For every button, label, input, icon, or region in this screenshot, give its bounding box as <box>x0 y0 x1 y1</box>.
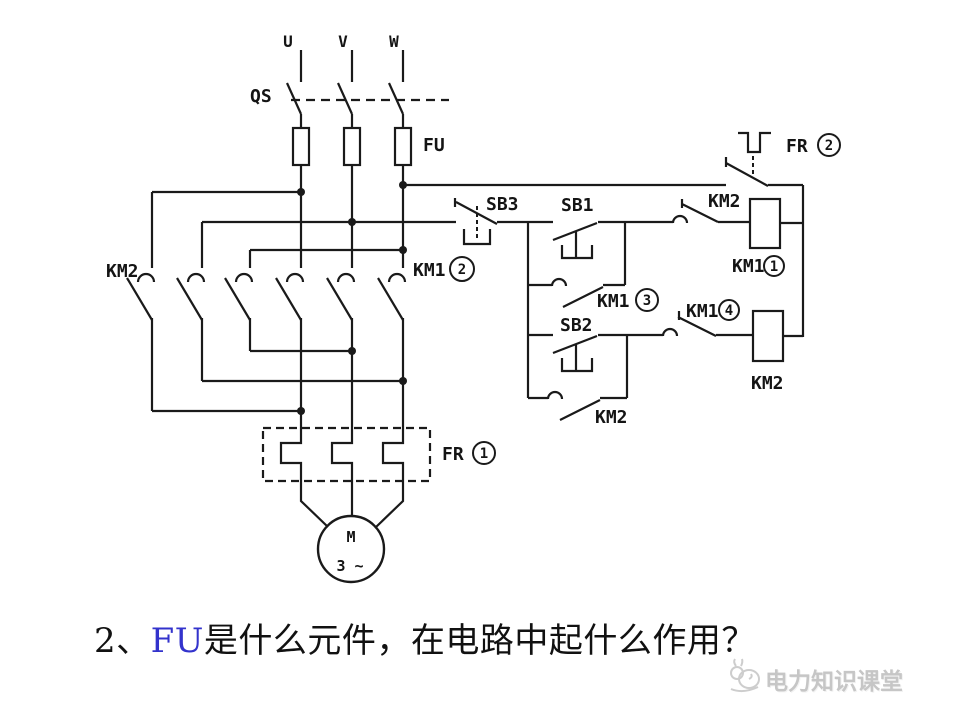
control-wiring <box>403 183 805 400</box>
fuse-v <box>342 126 362 167</box>
svg-text:KM1: KM1 <box>413 260 446 281</box>
fu-label: FU <box>423 135 445 156</box>
svg-text:KM1: KM1 <box>597 291 630 312</box>
phase-label-v: V <box>338 32 348 51</box>
km2-main-contacts <box>126 272 254 321</box>
km2-reversing-wiring <box>150 190 456 413</box>
fuse-w <box>393 126 413 167</box>
motor <box>316 514 386 584</box>
sb1-start-button <box>552 221 598 260</box>
sb3-stop-button <box>453 198 498 246</box>
km1-coil <box>748 197 782 250</box>
fr1-label: FR 1 <box>442 441 496 465</box>
km1-selfhold-label: KM1 3 <box>597 288 659 312</box>
km2-selfhold-label: KM2 <box>595 407 628 428</box>
motor-phase-label: 3 ~ <box>336 557 363 575</box>
watermark-text: 电力知识课堂 <box>765 669 903 695</box>
question-body: 是什么元件，在电路中起什么作用？ <box>203 621 756 661</box>
phase-line-w <box>375 50 405 528</box>
sb3-label: SB3 <box>486 194 519 215</box>
fr2-overload-contact <box>724 131 771 187</box>
motor-reversing-circuit-diagram: U V W QS FU KM2 KM1 2 FR 1 M 3 ~ SB3 SB1… <box>106 32 841 584</box>
km2-coil-label: KM2 <box>751 373 784 394</box>
svg-text:KM1: KM1 <box>732 256 765 277</box>
km1-main-contacts <box>275 272 407 321</box>
snail-logo-icon <box>724 656 762 702</box>
km2-coil <box>751 309 785 363</box>
svg-text:1: 1 <box>770 259 778 275</box>
km1-interlock-contact <box>661 311 717 337</box>
question-number: 2、 <box>94 621 151 661</box>
phase-label-u: U <box>283 32 293 51</box>
fuse-u <box>291 126 311 167</box>
svg-text:2: 2 <box>458 262 466 278</box>
qs-label: QS <box>250 86 272 107</box>
phase-line-v <box>330 50 354 517</box>
sb1-label: SB1 <box>561 195 594 216</box>
svg-text:FR: FR <box>442 444 464 465</box>
sb2-start-button <box>552 334 598 373</box>
fuse-fu-group <box>291 126 413 167</box>
junction-dots <box>297 181 407 415</box>
km1-selfhold-contact <box>550 277 604 308</box>
svg-text:KM1: KM1 <box>686 301 719 322</box>
question-highlight: FU <box>150 621 204 661</box>
km2-main-label: KM2 <box>106 261 139 282</box>
svg-text:3: 3 <box>643 293 651 309</box>
watermark: 电力知识课堂 <box>724 656 903 702</box>
phase-line-u <box>279 50 329 528</box>
fr2-label: FR 2 <box>786 133 841 157</box>
question-text: 2、FU是什么元件，在电路中起什么作用？ <box>94 613 756 662</box>
km2-interlock-label: KM2 <box>708 191 741 212</box>
km2-selfhold-contact <box>546 390 601 421</box>
km1-interlock-label: KM1 4 <box>686 299 740 322</box>
motor-m-label: M <box>346 528 355 546</box>
svg-text:4: 4 <box>725 303 733 319</box>
km2-interlock-contact <box>671 199 719 224</box>
svg-text:1: 1 <box>480 446 488 462</box>
svg-text:FR: FR <box>786 136 808 157</box>
km1-coil-label: KM1 1 <box>732 255 785 277</box>
svg-text:2: 2 <box>825 138 833 154</box>
fr1-thermal-element <box>261 426 432 483</box>
sb2-label: SB2 <box>560 315 593 336</box>
km1-main-label: KM1 2 <box>413 256 475 282</box>
phase-label-w: W <box>389 32 399 51</box>
